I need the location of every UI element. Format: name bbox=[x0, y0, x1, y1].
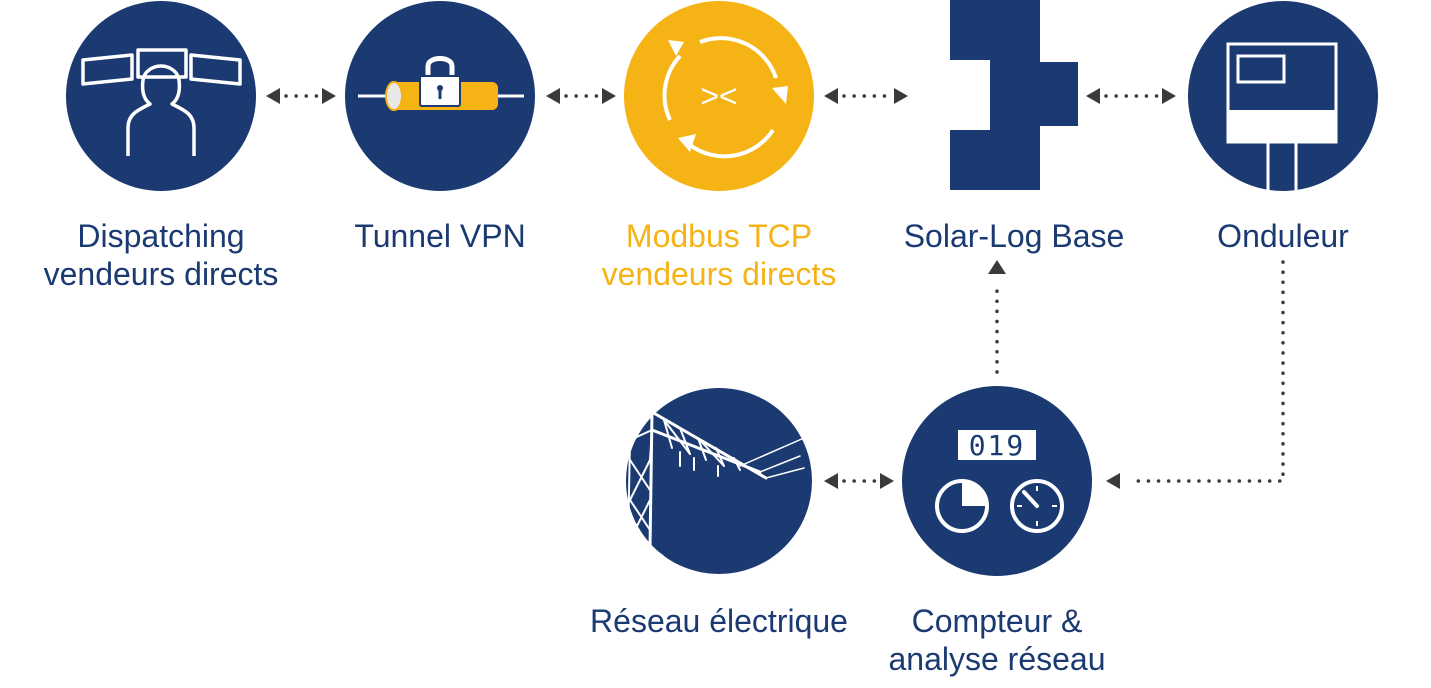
node-inverter bbox=[1188, 1, 1378, 191]
label-modbus: Modbus TCP vendeurs directs bbox=[601, 218, 837, 292]
meter-digits: 019 bbox=[969, 429, 1026, 462]
connector-inverter-meter bbox=[1106, 260, 1285, 489]
node-meter: 019 bbox=[902, 386, 1092, 576]
label-dispatching: Dispatching vendeurs directs bbox=[43, 218, 279, 292]
label-meter: Compteur & analyse réseau bbox=[888, 603, 1106, 677]
label-grid: Réseau électrique bbox=[590, 603, 848, 639]
connector-grid-meter bbox=[824, 473, 894, 489]
connector-vpn-modbus bbox=[546, 88, 616, 104]
connector-meter-solarlog bbox=[988, 260, 1006, 374]
modbus-exchange-icon: >< bbox=[662, 36, 788, 159]
label-vpn: Tunnel VPN bbox=[354, 218, 526, 254]
connector-modbus-solarlog bbox=[824, 88, 908, 104]
operator-monitors-icon bbox=[81, 48, 242, 156]
label-solarlog: Solar-Log Base bbox=[903, 218, 1125, 254]
solar-log-device-icon bbox=[950, 0, 1078, 190]
modbus-symbol: >< bbox=[700, 78, 737, 114]
connector-dispatching-vpn bbox=[266, 88, 336, 104]
power-pylon-icon bbox=[627, 410, 805, 558]
label-inverter: Onduleur bbox=[1217, 218, 1349, 254]
node-dispatching bbox=[66, 1, 256, 191]
node-vpn bbox=[345, 1, 535, 191]
connector-solarlog-inverter bbox=[1086, 88, 1176, 104]
node-solarlog bbox=[950, 0, 1078, 190]
connectors bbox=[266, 88, 1285, 489]
node-modbus: >< bbox=[624, 1, 814, 191]
node-grid bbox=[626, 388, 812, 574]
meter-analyzer-icon: 019 bbox=[935, 429, 1064, 533]
inverter-icon bbox=[1226, 42, 1338, 190]
vpn-tunnel-lock-icon bbox=[358, 56, 524, 111]
